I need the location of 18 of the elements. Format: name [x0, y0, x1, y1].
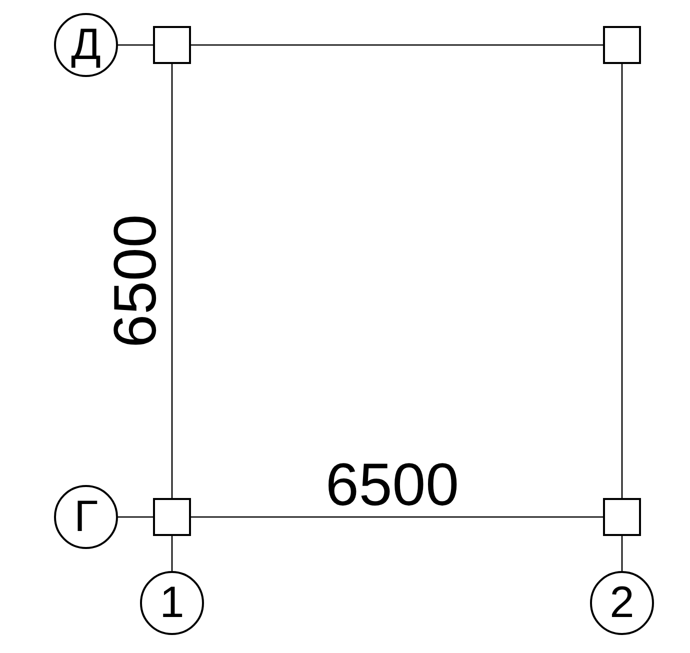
grid-line — [171, 64, 173, 498]
axis-label: 2 — [610, 581, 634, 625]
axis-label: 1 — [160, 581, 184, 625]
grid-line — [191, 516, 603, 518]
grid-line — [171, 536, 173, 571]
grid-line — [621, 64, 623, 498]
grid-line — [621, 536, 623, 571]
dimension-text: 6500 — [105, 214, 166, 348]
grid-line — [118, 516, 153, 518]
column-square — [153, 498, 191, 536]
column-square — [603, 26, 641, 64]
column-square — [153, 26, 191, 64]
axis-label: Г — [74, 495, 98, 539]
grid-line — [191, 44, 603, 46]
grid-line — [118, 44, 153, 46]
axis-label: Д — [71, 23, 101, 67]
dimension-text: 6500 — [326, 455, 459, 515]
column-square — [603, 498, 641, 536]
